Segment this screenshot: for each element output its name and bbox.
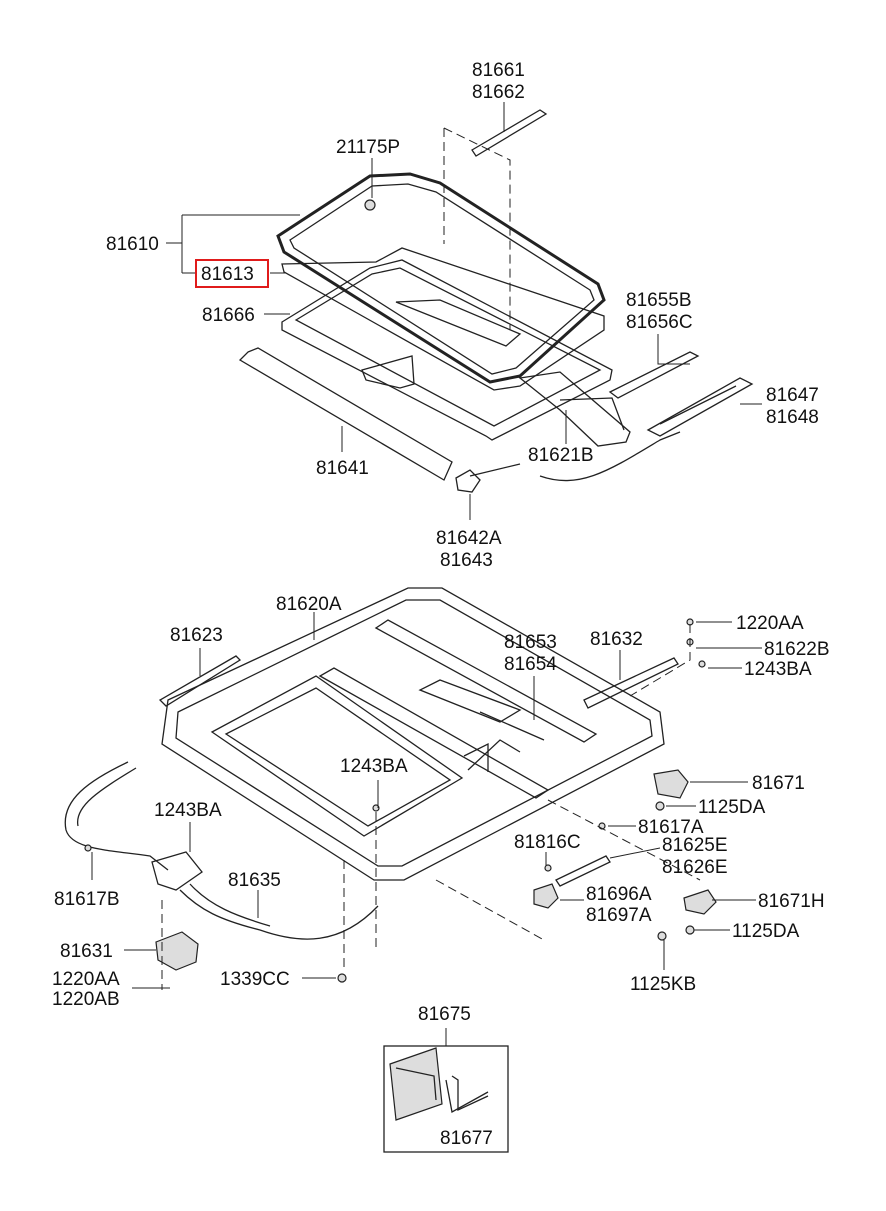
label-81661: 81661 <box>472 60 525 81</box>
label-81655b: 81655B <box>626 290 692 311</box>
label-1220aa-bot: 1220AA <box>52 969 120 990</box>
sunroof-frame-assembly <box>64 587 717 990</box>
label-81654: 81654 <box>504 654 557 675</box>
lower-leader-lines <box>91 612 762 989</box>
label-1339cc: 1339CC <box>220 969 290 990</box>
label-1243ba-mid: 1243BA <box>340 756 408 777</box>
label-81642a: 81642A <box>436 528 502 549</box>
label-81656c: 81656C <box>626 312 693 333</box>
label-81610: 81610 <box>106 234 159 255</box>
upper-leader-lines <box>166 102 762 520</box>
highlight-box-81613 <box>195 259 269 288</box>
label-81671: 81671 <box>752 773 805 794</box>
part-labels: 81661 81662 21175P 81610 81613 81666 816… <box>52 60 830 1149</box>
label-81635: 81635 <box>228 870 281 891</box>
label-81647: 81647 <box>766 385 819 406</box>
label-81622b: 81622B <box>764 639 830 660</box>
label-81626e: 81626E <box>662 857 728 878</box>
label-1125da-a: 1125DA <box>698 797 766 818</box>
label-81662: 81662 <box>472 82 525 103</box>
label-81653: 81653 <box>504 632 557 653</box>
label-81632: 81632 <box>590 629 643 650</box>
label-81617b: 81617B <box>54 889 120 910</box>
label-81643: 81643 <box>440 550 493 571</box>
glass-panel-assembly <box>238 109 754 493</box>
label-81625e: 81625E <box>662 835 728 856</box>
label-81666: 81666 <box>202 305 255 326</box>
label-81697a: 81697A <box>586 905 652 926</box>
label-81623: 81623 <box>170 625 223 646</box>
label-1125kb: 1125KB <box>630 974 696 995</box>
label-81631: 81631 <box>60 941 113 962</box>
label-81617a: 81617A <box>638 817 704 838</box>
label-81641: 81641 <box>316 458 369 479</box>
label-81621b: 81621B <box>528 445 594 466</box>
tool-kit-box <box>383 1028 509 1153</box>
label-1243ba-top: 1243BA <box>744 659 812 680</box>
label-81613: 81613 <box>201 264 254 285</box>
label-1243ba-left: 1243BA <box>154 800 222 821</box>
label-81671h: 81671H <box>758 891 825 912</box>
label-81696a: 81696A <box>586 884 652 905</box>
label-81620a: 81620A <box>276 594 342 615</box>
label-21175p: 21175P <box>336 137 400 158</box>
label-81648: 81648 <box>766 407 819 428</box>
label-1220aa-top: 1220AA <box>736 613 804 634</box>
label-81677: 81677 <box>440 1128 493 1149</box>
label-81816c: 81816C <box>514 832 581 853</box>
label-1220ab: 1220AB <box>52 989 120 1010</box>
label-1125da-b: 1125DA <box>732 921 800 942</box>
label-81675: 81675 <box>418 1004 471 1025</box>
